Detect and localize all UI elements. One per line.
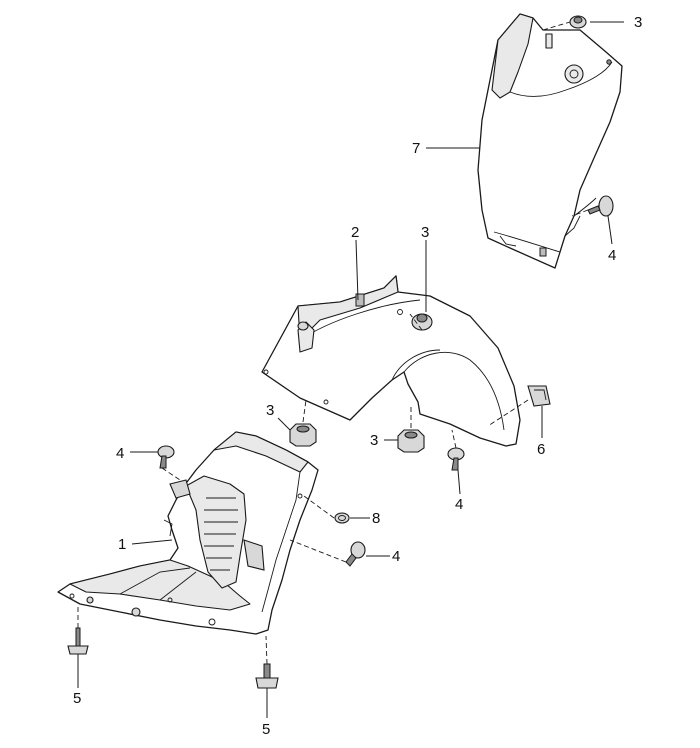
callout-1: 1 xyxy=(118,536,126,553)
callout-4-middle: 4 xyxy=(455,496,463,513)
nut-3-lower xyxy=(397,429,425,453)
callout-2: 2 xyxy=(351,224,359,241)
clip-6 xyxy=(527,385,551,407)
callout-labels: 3 7 4 2 3 3 3 4 6 4 1 8 4 5 5 xyxy=(73,14,642,738)
callout-7: 7 xyxy=(412,140,420,157)
nut-3-left xyxy=(289,423,317,447)
callout-3-upper-middle: 3 xyxy=(421,224,429,241)
callout-8: 8 xyxy=(372,510,380,527)
screw-4-upper-right xyxy=(587,195,614,217)
screw-5-left xyxy=(67,627,89,655)
callout-3-lower: 3 xyxy=(370,432,378,449)
callout-4-lower-right: 4 xyxy=(392,548,400,565)
assembly-lines xyxy=(77,21,589,665)
callout-3-left: 3 xyxy=(266,402,274,419)
nut-3-upper-middle xyxy=(411,313,433,331)
screw-4-left xyxy=(157,445,175,469)
screw-4-lower-right xyxy=(345,541,366,567)
callout-6: 6 xyxy=(537,441,545,458)
leader-lines xyxy=(77,21,624,718)
screw-4-middle xyxy=(447,447,465,471)
callout-5-bottom: 5 xyxy=(262,721,270,738)
callout-5-left: 5 xyxy=(73,690,81,707)
screw-5-bottom xyxy=(255,663,279,689)
part-1-lower-liner xyxy=(57,431,319,635)
part-7-rear-liner xyxy=(477,13,623,269)
part-2-front-liner xyxy=(261,275,521,447)
callout-3-top: 3 xyxy=(634,14,642,31)
callout-4-upper-right: 4 xyxy=(608,247,616,264)
nut-3-top xyxy=(569,15,587,29)
seal-ring-8 xyxy=(334,512,350,524)
callout-4-left: 4 xyxy=(116,445,124,462)
